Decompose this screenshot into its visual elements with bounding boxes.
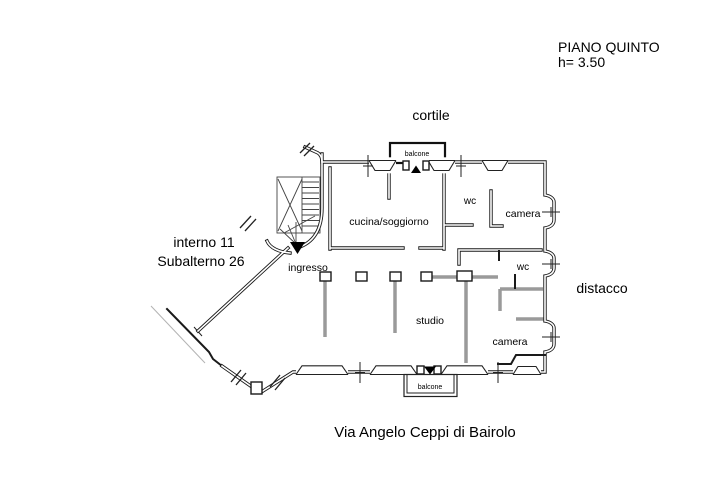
staircase	[276, 176, 321, 245]
label-balcone-top: balcone	[405, 151, 430, 158]
room-label-cucina-soggiorno: cucina/soggiorno	[349, 216, 429, 228]
balcony-bottom	[403, 373, 458, 398]
label-distacco: distacco	[576, 280, 628, 296]
gray-partitions	[323, 275, 545, 363]
corner-block	[250, 381, 263, 395]
top-wall-windows	[363, 155, 509, 177]
label-subalterno: Subalterno 26	[157, 253, 244, 269]
labels: PIANO QUINTO h= 3.50 cortile interno 11 …	[157, 39, 659, 441]
floor-title: PIANO QUINTO	[558, 39, 660, 55]
entrance-arrow	[290, 242, 305, 254]
walls	[196, 145, 556, 395]
floor-height: h= 3.50	[558, 54, 605, 70]
balcony-door-arrow-bottom	[424, 366, 436, 375]
room-label-camera-top: camera	[505, 208, 540, 220]
section-slash-marks	[230, 142, 315, 391]
right-wall-windows	[542, 207, 560, 342]
label-interno: interno 11	[173, 234, 234, 250]
room-label-camera-bottom: camera	[492, 336, 527, 348]
balcony-door-arrow-top	[411, 165, 421, 173]
label-balcone-bottom: balcone	[418, 384, 443, 391]
room-label-ingresso: ingresso	[288, 262, 328, 274]
room-label-studio: studio	[416, 315, 444, 327]
boundary-line	[150, 305, 224, 368]
pillars	[319, 270, 473, 282]
bottom-wall-windows	[295, 362, 542, 383]
label-cortile: cortile	[412, 107, 450, 123]
room-label-wc-top: wc	[463, 196, 476, 207]
label-street: Via Angelo Ceppi di Bairolo	[334, 424, 516, 441]
room-label-wc-mid: wc	[516, 262, 529, 273]
